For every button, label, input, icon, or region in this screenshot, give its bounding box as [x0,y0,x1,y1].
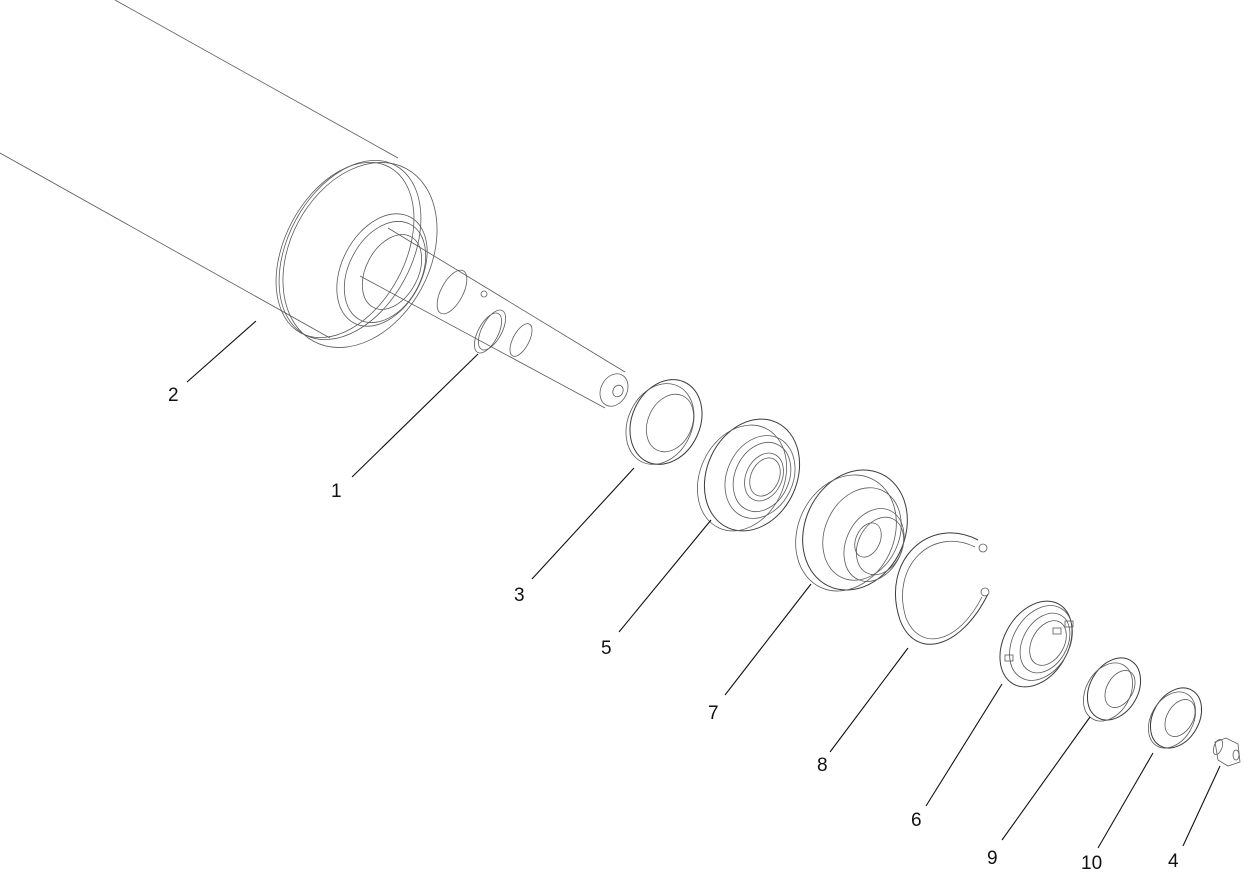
callout-labels: 1 2 3 4 5 6 7 8 9 10 [168,385,1179,874]
part-bearing [696,418,801,532]
callout-4: 4 [1168,851,1179,872]
callout-10: 10 [1081,853,1102,874]
part-spacer-ring [625,379,703,465]
callout-5: 5 [601,638,612,659]
part-end-fitting [1212,737,1241,767]
callout-7: 7 [708,703,719,724]
part-bearing-housing [795,469,908,592]
callout-8: 8 [817,755,828,776]
part-spacer [1083,657,1142,722]
part-shaft [359,227,629,409]
leader-lines [186,320,1221,849]
part-washer [1148,687,1203,749]
callout-1: 1 [331,481,342,502]
part-seal [999,600,1074,688]
part-roller-tube [0,0,438,348]
callout-6: 6 [911,810,922,831]
callout-9: 9 [987,848,998,869]
callout-3: 3 [514,585,525,606]
callout-2: 2 [168,385,179,406]
part-retaining-ring [895,532,990,645]
